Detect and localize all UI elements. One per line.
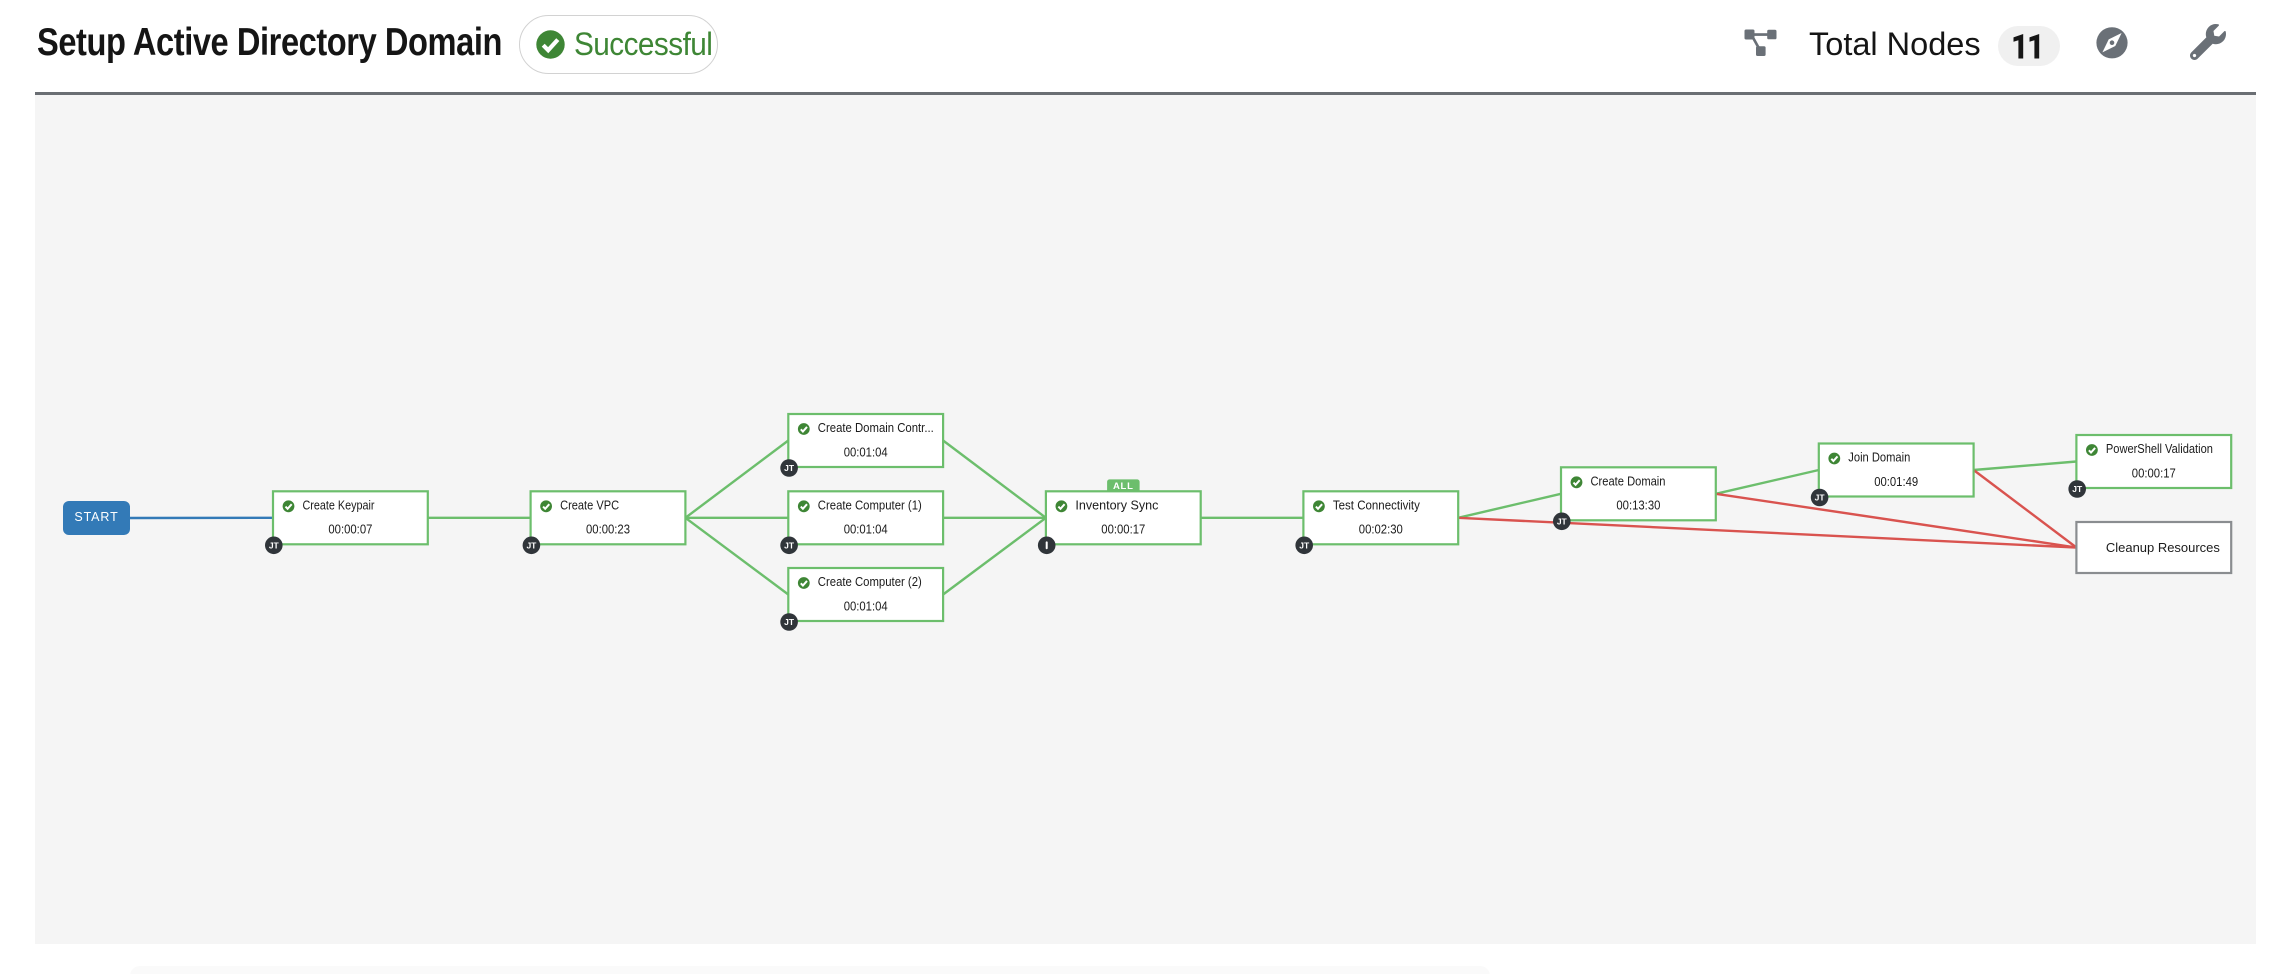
svg-text:Join Domain: Join Domain	[1848, 450, 1910, 465]
svg-text:JT: JT	[269, 541, 280, 551]
svg-text:ALL: ALL	[1113, 481, 1134, 492]
svg-text:00:01:04: 00:01:04	[844, 598, 888, 613]
svg-text:PowerShell Validation: PowerShell Validation	[2106, 441, 2213, 456]
svg-text:JT: JT	[1299, 541, 1310, 551]
svg-text:00:00:17: 00:00:17	[2132, 465, 2176, 480]
svg-text:Cleanup Resources: Cleanup Resources	[2106, 540, 2220, 555]
svg-text:JT: JT	[784, 541, 795, 551]
svg-text:JT: JT	[784, 617, 795, 627]
svg-text:00:02:30: 00:02:30	[1359, 522, 1403, 537]
svg-text:00:01:04: 00:01:04	[844, 522, 888, 537]
svg-text:00:01:04: 00:01:04	[844, 444, 888, 459]
svg-text:Create Computer (2): Create Computer (2)	[818, 574, 922, 589]
svg-text:00:00:17: 00:00:17	[1101, 522, 1145, 537]
svg-text:Create Domain: Create Domain	[1591, 474, 1666, 489]
svg-text:JT: JT	[526, 541, 537, 551]
svg-text:00:00:23: 00:00:23	[586, 522, 630, 537]
svg-text:START: START	[74, 510, 118, 524]
svg-text:Inventory Sync: Inventory Sync	[1075, 498, 1158, 513]
svg-text:Create VPC: Create VPC	[560, 498, 619, 513]
svg-text:Create Keypair: Create Keypair	[303, 498, 376, 513]
svg-text:Create Domain Contr...: Create Domain Contr...	[818, 420, 934, 435]
svg-text:Test Connectivity: Test Connectivity	[1333, 498, 1420, 513]
svg-text:JT: JT	[2072, 484, 2083, 494]
svg-text:00:13:30: 00:13:30	[1616, 498, 1660, 513]
svg-text:00:01:49: 00:01:49	[1874, 474, 1918, 489]
svg-text:JT: JT	[784, 463, 795, 473]
svg-text:00:00:07: 00:00:07	[328, 522, 372, 537]
svg-text:JT: JT	[1557, 517, 1568, 527]
svg-text:Create Computer (1): Create Computer (1)	[818, 498, 922, 513]
svg-text:JT: JT	[1815, 493, 1826, 503]
